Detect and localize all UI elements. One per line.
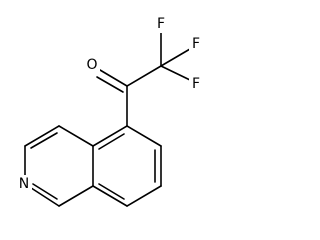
bonds xyxy=(24,29,191,207)
oxygen-label: O xyxy=(86,57,97,73)
bond-c4a-c5-inner xyxy=(98,133,125,150)
bond-carbonyl-o-double xyxy=(96,76,124,93)
bond-c7-c8 xyxy=(126,185,162,207)
bond-cf3-f-right xyxy=(160,48,191,67)
bond-c4a-c4 xyxy=(58,125,94,147)
bond-c8-c8a xyxy=(92,185,128,207)
fluorine-top-label: F xyxy=(157,16,165,32)
bond-c4a-c5 xyxy=(92,125,128,147)
bond-c4-c3 xyxy=(24,125,60,147)
bond-c8-c8a-inner xyxy=(98,183,125,200)
bond-c4-c3-inner xyxy=(30,132,58,149)
bond-carbonyl-cf3 xyxy=(126,65,162,87)
bond-cf3-f-lower xyxy=(160,65,191,81)
chemical-structure: O F F F N xyxy=(16,15,203,207)
atom-fluorine-lower: F xyxy=(189,75,203,93)
atom-nitrogen: N xyxy=(16,175,32,193)
bond-carbonyl-o xyxy=(99,69,128,87)
nitrogen-label: N xyxy=(19,176,29,192)
fluorine-right-label: F xyxy=(192,36,200,52)
atom-oxygen: O xyxy=(84,56,100,74)
atom-fluorine-top: F xyxy=(154,15,168,33)
fluorine-lower-label: F xyxy=(192,76,200,92)
bond-c1-c8a xyxy=(58,185,94,207)
atom-labels: O F F F N xyxy=(16,15,203,193)
atom-fluorine-right: F xyxy=(189,35,203,53)
bond-c5-c6 xyxy=(126,125,162,147)
bond-n2-c1-inner xyxy=(32,183,58,200)
